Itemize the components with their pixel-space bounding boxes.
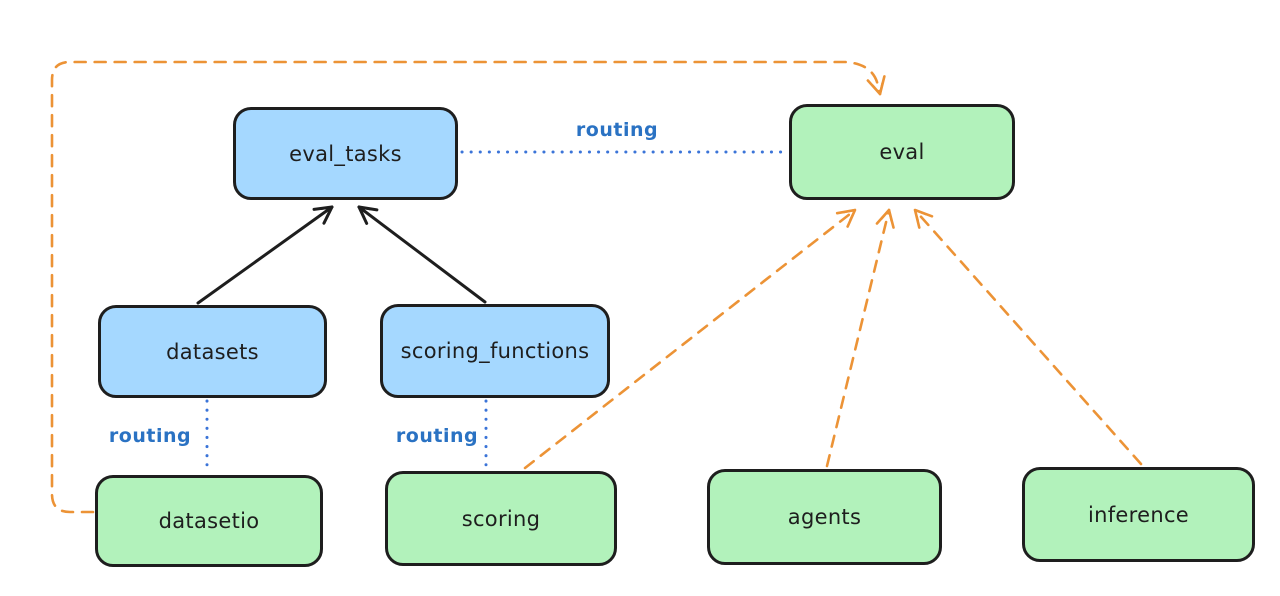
edge-scoring-functions-eval-tasks [357, 205, 487, 304]
edge-agents-eval [825, 208, 895, 468]
node-agents-label: agents [787, 505, 862, 529]
edge-scoring-eval [523, 208, 857, 470]
node-eval: eval [789, 104, 1015, 200]
node-datasets-label: datasets [166, 339, 259, 364]
node-agents: agents [707, 469, 942, 565]
node-datasetio: datasetio [95, 475, 323, 567]
node-datasetio-label: datasetio [158, 509, 260, 533]
node-scoring-functions: scoring_functions [380, 304, 610, 398]
edge-datasetio-eval [50, 60, 886, 514]
node-eval-label: eval [879, 140, 925, 164]
node-scoring: scoring [385, 471, 617, 566]
edge-label-routing-datasets-datasetio: routing [108, 425, 192, 447]
edge-label-routing-eval-tasks-eval: routing [575, 119, 659, 141]
edge-inference-eval [913, 208, 1143, 466]
node-inference: inference [1022, 467, 1255, 562]
edge-label-routing-scoring-functions-scoring: routing [395, 425, 479, 447]
node-scoring-functions-label: scoring_functions [400, 339, 590, 363]
node-scoring-label: scoring [461, 506, 541, 531]
node-eval-tasks-label: eval_tasks [289, 141, 402, 166]
node-datasets: datasets [98, 305, 327, 398]
node-inference-label: inference [1087, 502, 1190, 527]
node-eval-tasks: eval_tasks [233, 107, 458, 200]
edge-datasets-eval-tasks [196, 205, 334, 305]
